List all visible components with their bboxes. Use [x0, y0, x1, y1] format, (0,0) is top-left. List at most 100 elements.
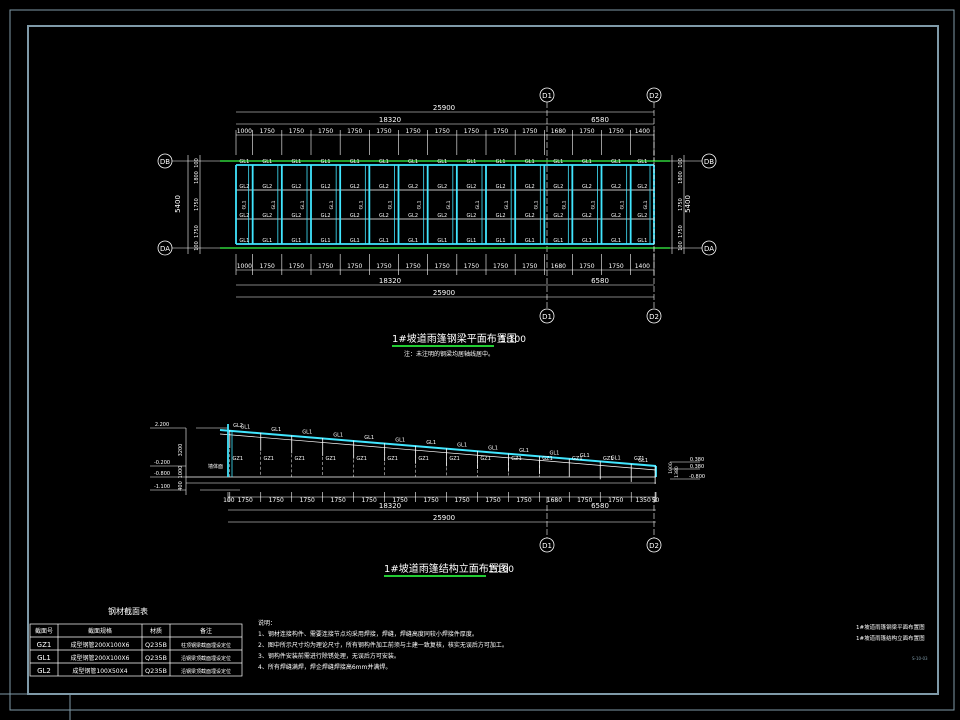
elev-label-gl1: GL1 — [549, 450, 559, 456]
plan-left-seg-label: 1750 — [194, 225, 200, 238]
elev-label-gz1: GZ1 — [603, 456, 613, 462]
elev-level-left: -1.100 — [154, 484, 170, 490]
plan-beams — [220, 151, 670, 258]
plan-left-total: 5400 — [174, 195, 182, 213]
axis-d2-bottom: D2 — [649, 313, 659, 321]
plan-label-gl1-top: GL1 — [637, 159, 647, 165]
plan-right-seg-label: 1800 — [678, 171, 684, 184]
plan-span-label-top: 1750 — [493, 128, 508, 135]
plan-label-gl1-top: GL1 — [496, 159, 506, 165]
elev-gl1-under-line — [219, 433, 657, 471]
elev-label-gl1: GL1 — [240, 424, 250, 430]
plan-label-gl1-bottom: GL1 — [291, 238, 301, 244]
title-block-line-2: 1#坡道雨篷结构立面布置图 — [856, 634, 925, 642]
axis-db-right: DB — [704, 158, 714, 166]
plan-label-gl1-top: GL1 — [350, 159, 360, 165]
plan-span-label-top: 1750 — [376, 128, 391, 135]
plan-label-gl2-lower: GL2 — [408, 213, 418, 219]
elev-span-label: 1750 — [269, 497, 284, 504]
elev-label-gl1: GL1 — [364, 435, 374, 441]
plan-label-gl1-vertical: GL1 — [620, 200, 626, 209]
plan-span-label-top: 1750 — [318, 128, 333, 135]
plan-label-gl1-top: GL1 — [291, 159, 301, 165]
plan-label-gl2-lower: GL2 — [553, 213, 563, 219]
plan-span-label-top: 1000 — [237, 128, 252, 135]
plan-label-gl1-bottom: GL1 — [496, 238, 506, 244]
elev-span-label: 1350 — [636, 497, 651, 504]
elev-span-label: 1750 — [331, 497, 346, 504]
plan-top-sub-1: 18320 — [379, 116, 401, 124]
elev-label-gl1: GL1 — [333, 432, 343, 438]
plan-right-seg-label: 1750 — [678, 225, 684, 238]
plan-label-gl1-bottom: GL1 — [350, 238, 360, 244]
plan-label-gl1-bottom: GL1 — [611, 238, 621, 244]
plan-label-gl1-vertical: GL1 — [446, 200, 452, 209]
notes-item-1: 1、钢材连接构件、需要连接节点均采用焊接，焊缝，焊缝高度同较小焊接件厚度。 — [258, 630, 478, 638]
axis-da-left: DA — [160, 245, 170, 253]
elev-label-gz1: GZ1 — [511, 456, 521, 462]
plan-right-total: 5400 — [684, 195, 692, 213]
plan-labels: 1000100017501750175017501750175017501750… — [194, 128, 684, 270]
plan-label-gl2-upper: GL2 — [496, 184, 506, 190]
plan-title: 1#坡道雨篷钢梁平面布置图 — [392, 332, 517, 345]
plan-bottom-sub-1: 18320 — [379, 277, 401, 285]
plan-axis-bubbles — [157, 87, 717, 324]
table-header-0: 截面号 — [35, 627, 53, 635]
table-row-1-note: 沿钢梁顶截面埋设定位 — [181, 655, 231, 662]
elev-label-gl1: GL1 — [611, 456, 621, 462]
elev-left-dim-2: 1000 — [178, 466, 184, 479]
elev-span-label: 1750 — [454, 497, 469, 504]
plan-label-gl1-bottom: GL1 — [408, 238, 418, 244]
plan-span-label-bottom: 1750 — [522, 263, 537, 270]
axis-da-right: DA — [704, 245, 714, 253]
plan-label-gl1-bottom: GL1 — [437, 238, 447, 244]
plan-label-gl2-upper: GL2 — [553, 184, 563, 190]
elev-label-gl1: GL1 — [271, 427, 281, 433]
elev-label-gz1: GZ1 — [294, 456, 304, 462]
table-header-2: 材质 — [150, 627, 162, 635]
elev-level-right: -0.800 — [689, 474, 705, 480]
plan-label-gl1-top: GL1 — [466, 159, 476, 165]
table-row-2-note: 沿钢梁顶截面埋设定位 — [181, 668, 231, 675]
plan-label-gl1-vertical: GL1 — [242, 200, 248, 209]
plan-label-gl2-upper: GL2 — [437, 184, 447, 190]
elev-label-gz1: GZ1 — [325, 456, 335, 462]
elev-axis-d2: D2 — [649, 542, 659, 550]
elev-label-gl1: GL1 — [488, 445, 498, 451]
elev-label-gl1: GL1 — [457, 443, 467, 449]
elev-span-label: 1750 — [577, 497, 592, 504]
plan-label-gl2-lower: GL2 — [525, 213, 535, 219]
plan-span-label-top: 1750 — [260, 128, 275, 135]
plan-label-gl1-bottom: GL1 — [525, 238, 535, 244]
plan-label-gl2-lower: GL2 — [239, 213, 249, 219]
plan-span-label-bottom: 1750 — [493, 263, 508, 270]
plan-right-seg-label: 1750 — [678, 198, 684, 211]
table-row-0-id: GZ1 — [37, 641, 52, 649]
plan-label-gl1-top: GL1 — [582, 159, 592, 165]
elev-sub-1: 18320 — [379, 502, 401, 510]
plan-span-label-bottom: 1750 — [608, 263, 623, 270]
plan-label-gl2-lower: GL2 — [496, 213, 506, 219]
elev-span-label: 1750 — [423, 497, 438, 504]
elevation-frame — [186, 424, 657, 491]
elevation-view: GL1GZ1GL1GZ1GL1GZ1GL1GZ1GL1GZ1GL1GZ1GL1G… — [150, 422, 705, 538]
plan-label-gl2-upper: GL2 — [291, 184, 301, 190]
plan-label-gl2-lower: GL2 — [611, 213, 621, 219]
elev-level-right: 0.380 — [690, 464, 704, 470]
elev-label-gz1: GZ1 — [634, 456, 644, 462]
elev-left-dim-1: 3200 — [178, 444, 184, 457]
elev-label-gl1: GL1 — [580, 453, 590, 459]
plan-label-gl1-vertical: GL1 — [475, 200, 481, 209]
plan-span-label-bottom: 1750 — [347, 263, 362, 270]
elev-label-gz1: GZ1 — [356, 456, 366, 462]
plan-span-label-top: 1750 — [522, 128, 537, 135]
plan-label-gl1-vertical: GL1 — [329, 200, 335, 209]
plan-label-gl2-upper: GL2 — [611, 184, 621, 190]
elev-label-gz1: GZ1 — [542, 456, 552, 462]
plan-span-label-top: 1400 — [635, 128, 650, 135]
plan-label-gl1-bottom: GL1 — [379, 238, 389, 244]
table-row-1-id: GL1 — [37, 654, 51, 662]
title-block-drawing-no: S-10-03 — [912, 656, 928, 661]
plan-label-gl2-upper: GL2 — [262, 184, 272, 190]
plan-label-gl2-upper: GL2 — [466, 184, 476, 190]
